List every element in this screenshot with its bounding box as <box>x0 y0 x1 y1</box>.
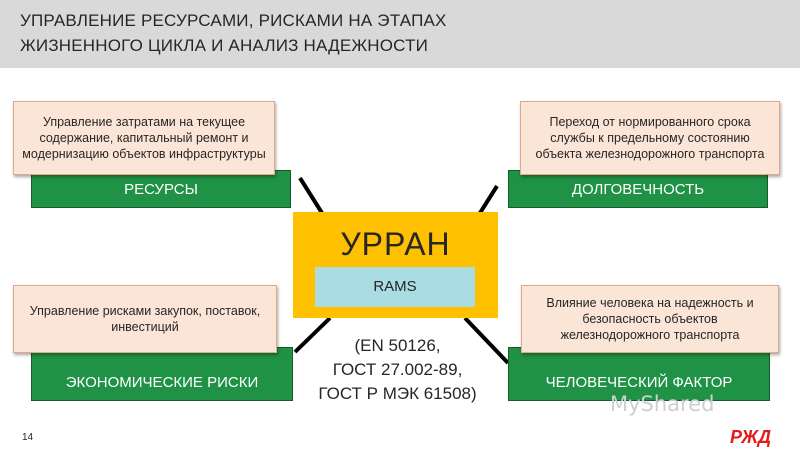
page-number: 14 <box>22 432 34 443</box>
note-durability: Переход от нормированного срока службы к… <box>520 101 780 175</box>
connector-top-left <box>298 176 324 215</box>
box-resources: РЕСУРСЫ <box>31 170 291 208</box>
rzd-logo: РЖД <box>730 427 772 447</box>
note-human-factor-text: Влияние человека на надежность и безопас… <box>546 296 754 342</box>
note-human-factor: Влияние человека на надежность и безопас… <box>521 285 779 353</box>
box-economic-risks-label: ЭКОНОМИЧЕСКИЕ РИСКИ <box>65 374 259 391</box>
slide-title: Управление ресурсами, рисками на этапах … <box>20 11 447 55</box>
standards-text: (EN 50126, ГОСТ 27.002-89, ГОСТ Р МЭК 61… <box>318 336 477 403</box>
center-box: УРРАН RAMS <box>293 212 498 318</box>
box-human-factor: ЧЕЛОВЕЧЕСКИЙ ФАКТОР <box>508 347 770 401</box>
header-bar: Управление ресурсами, рисками на этапах … <box>0 0 800 68</box>
note-economic-risks: Управление рисками закупок, поставок, ин… <box>13 285 277 353</box>
rams-box: RAMS <box>315 267 475 307</box>
center-title: УРРАН <box>340 226 451 262</box>
connector-bottom-right <box>463 316 510 365</box>
box-durability: ДОЛГОВЕЧНОСТЬ <box>508 170 768 208</box>
note-durability-text: Переход от нормированного срока службы к… <box>535 115 765 161</box>
note-resources: Управление затратами на текущее содержан… <box>13 101 275 175</box>
box-durability-label: ДОЛГОВЕЧНОСТЬ <box>571 181 705 198</box>
box-resources-label: РЕСУРСЫ <box>124 181 198 198</box>
connector-bottom-left <box>293 316 332 354</box>
box-human-factor-label: ЧЕЛОВЕЧЕСКИЙ ФАКТОР <box>545 374 733 391</box>
note-economic-risks-text: Управление рисками закупок, поставок, ин… <box>29 304 261 334</box>
connector-top-right <box>478 184 499 215</box>
note-resources-text: Управление затратами на текущее содержан… <box>22 115 266 161</box>
watermark: MyShared <box>610 392 715 416</box>
box-economic-risks: ЭКОНОМИЧЕСКИЕ РИСКИ <box>31 347 293 401</box>
